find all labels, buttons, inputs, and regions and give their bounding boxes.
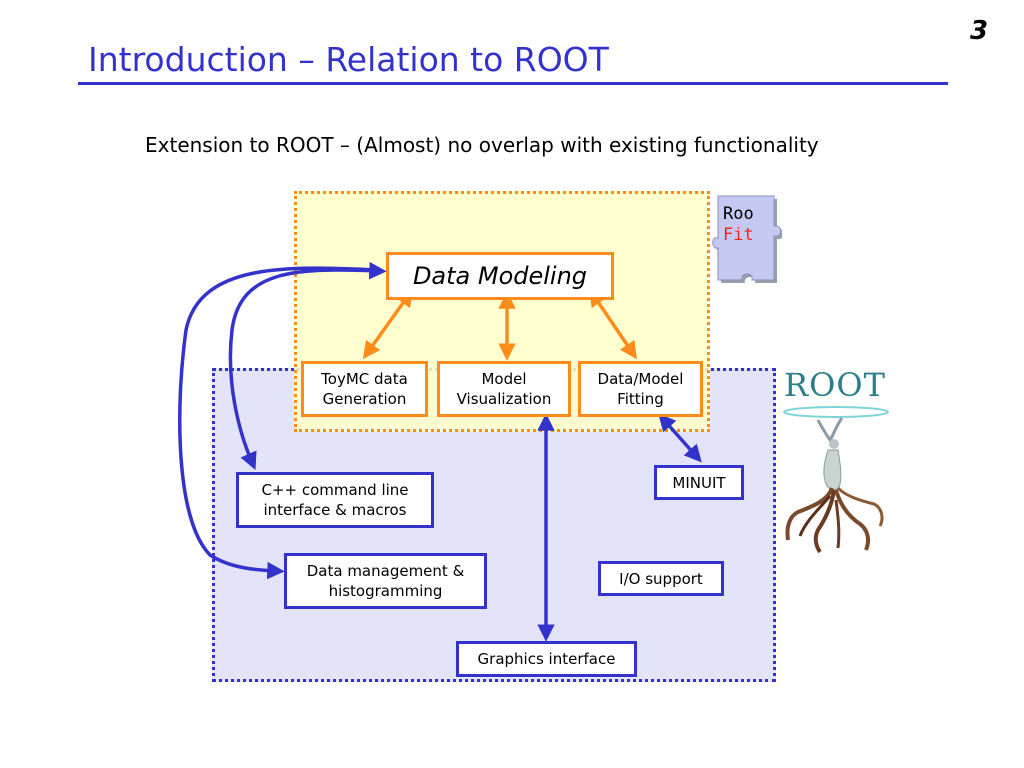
root-mascot-icon xyxy=(783,406,889,554)
arrow-modeling-cpp xyxy=(228,261,387,471)
roofit-logo-fit: Fit xyxy=(723,225,754,245)
data-model-fitting-box: Data/Model Fitting xyxy=(578,361,703,417)
arrow-fitting-minuit xyxy=(658,413,702,463)
root-logo-text: ROOT xyxy=(784,366,886,404)
slide-subtitle: Extension to ROOT – (Almost) no overlap … xyxy=(145,133,819,157)
arrow-modeling-datamgmt xyxy=(178,266,379,580)
title-divider xyxy=(78,82,948,85)
data-modeling-box: Data Modeling xyxy=(386,252,614,300)
graphics-interface-box: Graphics interface xyxy=(456,641,637,677)
model-visualization-box: Model Visualization xyxy=(437,361,571,417)
cpp-interface-box: C++ command line interface & macros xyxy=(236,472,434,528)
slide-title: Introduction – Relation to ROOT xyxy=(88,40,609,79)
data-management-box: Data management & histogramming xyxy=(284,553,487,609)
toymc-generation-box: ToyMC data Generation xyxy=(301,361,428,417)
roofit-logo: Roo Fit xyxy=(712,195,782,283)
arrow-modeling-fitting xyxy=(589,288,637,360)
slide-number: 3 xyxy=(970,16,989,46)
roofit-logo-roo: Roo xyxy=(723,204,754,224)
io-support-box: I/O support xyxy=(598,561,724,596)
arrow-modeling-toymc xyxy=(362,288,414,360)
minuit-box: MINUIT xyxy=(654,465,744,500)
